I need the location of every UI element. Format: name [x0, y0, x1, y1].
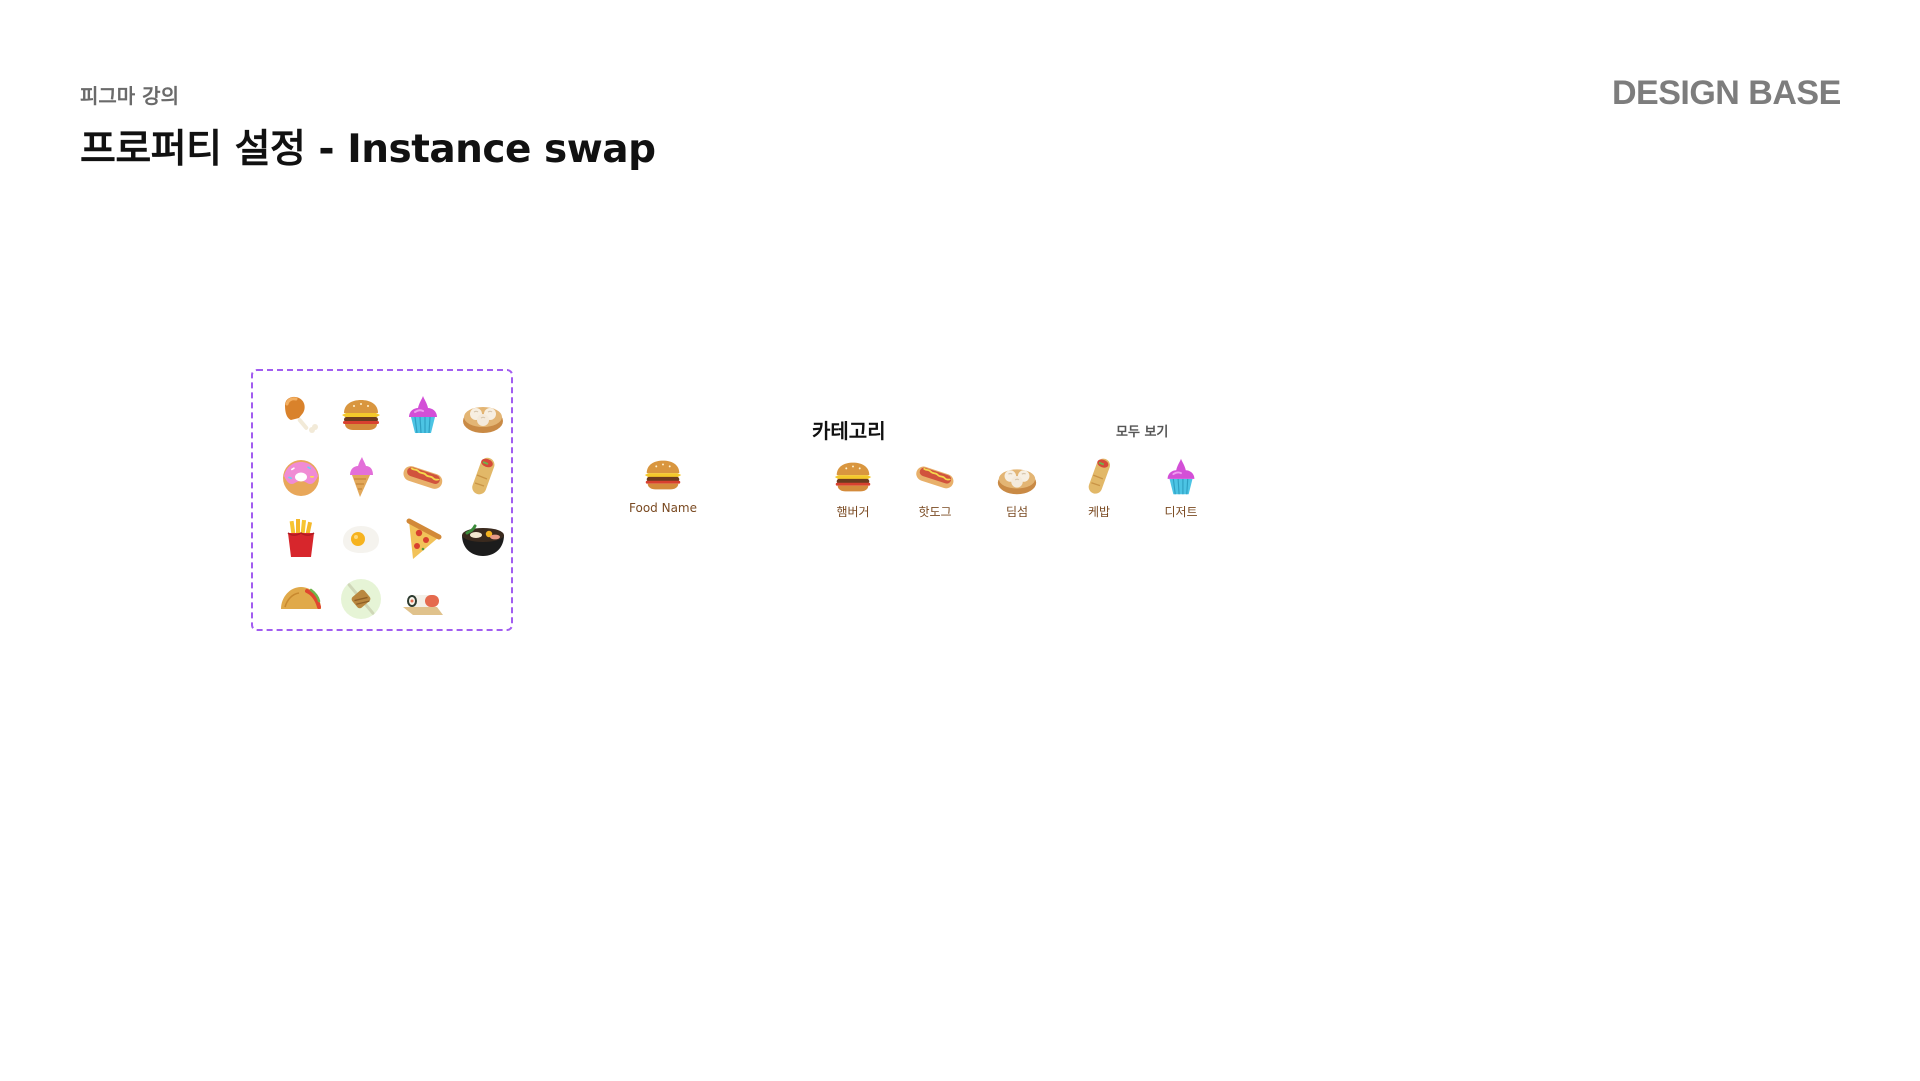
kebab-icon[interactable] [459, 453, 507, 501]
food-card-component[interactable]: Food Name [628, 452, 698, 515]
dimsum-icon[interactable] [459, 391, 507, 439]
hotdog-icon [912, 454, 958, 500]
category-item[interactable]: 햄버거 [818, 454, 888, 520]
fries-icon[interactable] [277, 515, 325, 563]
pizza-slice-icon[interactable] [399, 515, 447, 563]
kebab-icon [1076, 454, 1122, 500]
category-item-label: 딤섬 [1005, 505, 1029, 519]
category-item-label: 핫도그 [918, 505, 952, 519]
category-item-label: 햄버거 [836, 505, 870, 519]
donut-icon[interactable] [277, 453, 325, 501]
design-base-logo: DESIGN BASE [1612, 74, 1841, 112]
sushi-roll-icon[interactable] [399, 575, 447, 623]
category-item[interactable]: 디저트 [1146, 454, 1216, 520]
cupcake-icon [1158, 454, 1204, 500]
hotdog-icon[interactable] [399, 453, 447, 501]
skewer-icon[interactable] [337, 575, 385, 623]
chicken-leg-icon[interactable] [277, 391, 325, 439]
category-title: 카테고리 [812, 419, 886, 443]
fried-egg-icon[interactable] [337, 515, 385, 563]
burger-icon [830, 454, 876, 500]
category-item-label: 케밥 [1087, 505, 1111, 519]
cupcake-icon[interactable] [399, 391, 447, 439]
page-title: 프로퍼티 설정 - Instance swap [80, 127, 656, 172]
category-item-label: 디저트 [1164, 505, 1198, 519]
ramen-icon[interactable] [459, 515, 507, 563]
food-name-label: Food Name [629, 501, 697, 515]
icon-set-frame[interactable] [251, 369, 513, 631]
dimsum-icon [994, 454, 1040, 500]
category-item[interactable]: 케밥 [1064, 454, 1134, 520]
category-item[interactable]: 핫도그 [900, 454, 970, 520]
see-all-link[interactable]: 모두 보기 [1116, 425, 1169, 440]
taco-icon[interactable] [277, 575, 325, 623]
burger-icon [640, 452, 686, 498]
ice-cream-icon[interactable] [337, 453, 385, 501]
category-item[interactable]: 딤섬 [982, 454, 1052, 520]
subtitle: 피그마 강의 [80, 84, 179, 108]
burger-icon[interactable] [337, 391, 385, 439]
